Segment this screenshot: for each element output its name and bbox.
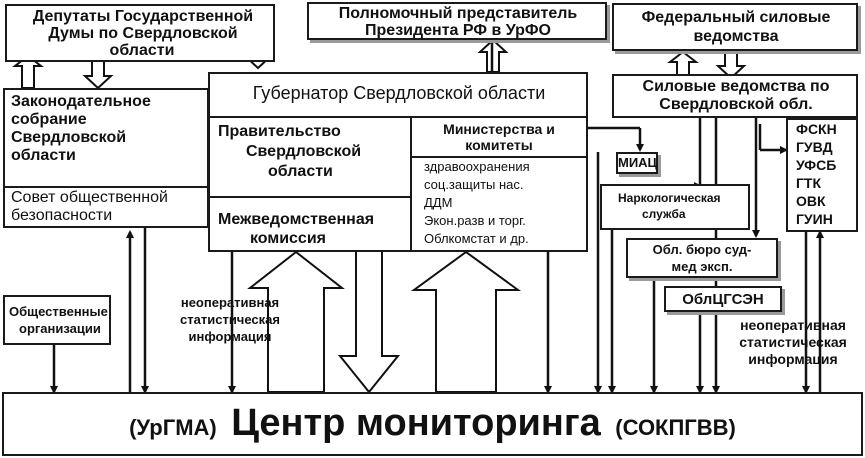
center-suffix: (СОКПГВВ) <box>615 415 736 440</box>
big-arrow-up-left <box>247 250 345 393</box>
nonop-left-2: статистическая <box>180 312 280 327</box>
forensic-box: Обл. бюро суд- мед эксп. <box>626 238 778 278</box>
legislative-line-2: собрание <box>11 111 87 128</box>
center-main: Центр мониторинга <box>231 402 601 444</box>
regional-line-1: Силовые ведомства по <box>642 78 830 95</box>
ministry-item-1: здравоохранения <box>424 159 530 174</box>
miac-box: МИАЦ <box>616 152 658 174</box>
regional-line-2: Свердловской обл. <box>659 96 813 113</box>
agency-4: ГТК <box>796 175 822 191</box>
big-arrow-down-center <box>337 249 401 394</box>
ministry-item-5: Облкомстат и др. <box>424 231 529 246</box>
government-divider <box>210 196 410 198</box>
government-line-1: Правительство <box>218 123 341 140</box>
big-arrow-up-right <box>410 250 522 393</box>
cgsen-label: ОблЦГСЭН <box>682 291 764 308</box>
nonop-left-3: информация <box>188 329 272 344</box>
ministries-divider <box>412 156 586 158</box>
nonop-right-3: информация <box>748 351 838 367</box>
duma-line-3: области <box>109 42 175 59</box>
arrow-duma-down <box>82 59 114 90</box>
federal-power-box: Федеральный силовые ведомства <box>612 3 858 51</box>
ministries-box: Министерства и комитеты здравоохранения … <box>410 116 588 252</box>
public-orgs-box: Общественные организации <box>3 295 111 345</box>
president-line-2: Президента РФ в УрФО <box>365 22 551 39</box>
duma-box: Депутаты Государственной Думы по Свердло… <box>5 4 275 62</box>
center-prefix: (УрГМА) <box>129 415 217 440</box>
security-line-1: Совет общественной <box>11 189 168 206</box>
nonop-right-2: статистическая <box>739 334 847 350</box>
narcology-box: Наркологическая служба <box>600 184 750 230</box>
ministries-title-1: Министерства и <box>443 121 555 137</box>
agency-5: ОВК <box>796 193 826 209</box>
forensic-line-1: Обл. бюро суд- <box>652 242 752 257</box>
interagency-line-2: комиссия <box>250 230 326 247</box>
nonop-right-1: неоперативная <box>740 317 846 333</box>
agency-3: УФСБ <box>796 157 837 173</box>
ministry-item-3: ДДМ <box>424 195 453 210</box>
governor-box: Губернатор Свердловской области <box>208 72 588 118</box>
public-orgs-line-1: Общественные <box>9 304 108 319</box>
legislative-divider <box>5 186 207 188</box>
monitoring-center-box: (УрГМА) Центр мониторинга (СОКПГВВ) <box>2 392 863 456</box>
legislative-line-3: Свердловской <box>11 129 127 146</box>
government-line-3: области <box>268 163 333 180</box>
regional-power-box: Силовые ведомства по Свердловской обл. <box>612 74 858 118</box>
ministries-title-2: комитеты <box>465 137 533 153</box>
narcology-line-2: служба <box>642 207 686 221</box>
nonop-left-1: неоперативная <box>180 295 280 310</box>
miac-label: МИАЦ <box>618 155 658 170</box>
legislative-line-4: области <box>11 147 76 164</box>
public-orgs-line-2: организации <box>19 321 101 336</box>
federal-line-1: Федеральный силовые <box>641 9 831 26</box>
interagency-line-1: Межведомственная <box>218 211 375 228</box>
ministry-item-2: соц.защиты нас. <box>424 177 524 192</box>
center-title: (УрГМА) Центр мониторинга (СОКПГВВ) <box>4 402 861 445</box>
duma-line-2: Думы по Свердловской <box>48 25 238 42</box>
security-line-2: безопасности <box>11 207 113 224</box>
agencies-box: ФСКН ГУВД УФСБ ГТК ОВК ГУИН <box>786 118 858 232</box>
legislative-box: Законодательное собрание Свердловской об… <box>3 88 209 228</box>
agency-2: ГУВД <box>796 139 833 155</box>
narcology-line-1: Наркологическая <box>618 191 721 205</box>
ministry-item-4: Экон.разв и торг. <box>424 213 526 228</box>
arrow-federal-down <box>715 51 747 80</box>
agency-1: ФСКН <box>796 121 837 137</box>
governor-title: Губернатор Свердловской области <box>252 83 546 103</box>
forensic-line-2: мед эксп. <box>671 259 733 274</box>
agency-6: ГУИН <box>796 211 833 227</box>
presidential-rep-box: Полномочный представитель Президента РФ … <box>307 2 607 40</box>
president-line-1: Полномочный представитель <box>338 5 578 22</box>
government-box: Правительство Свердловской области Межве… <box>208 116 412 252</box>
government-line-2: Свердловской <box>246 143 362 160</box>
federal-line-2: ведомства <box>693 28 779 45</box>
legislative-line-1: Законодательное <box>11 93 151 110</box>
cgsen-box: ОблЦГСЭН <box>664 286 782 312</box>
duma-line-1: Депутаты Государственной <box>32 8 254 25</box>
